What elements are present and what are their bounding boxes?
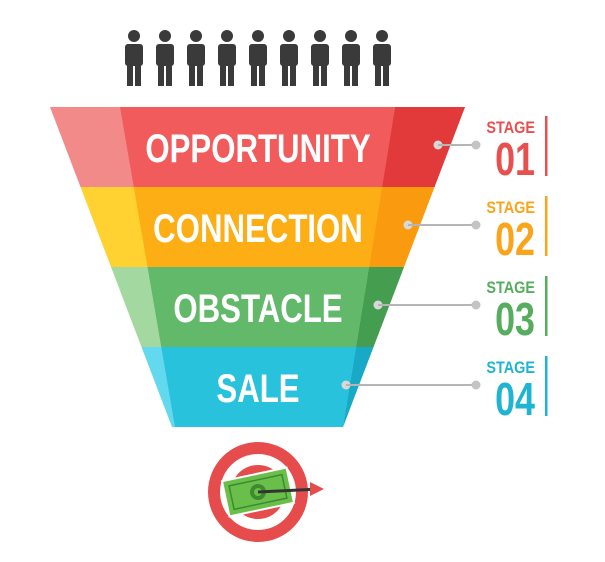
person-icon	[342, 30, 360, 86]
person-icon	[311, 30, 329, 86]
person-icon	[373, 30, 391, 86]
connector-end-dot	[471, 300, 481, 310]
person-icon	[125, 30, 143, 86]
stage-label: SALE	[216, 366, 299, 411]
stage-number: 02	[495, 214, 535, 265]
connector-end-dot	[471, 380, 481, 390]
funnel-band-4: SALE	[141, 347, 374, 427]
funnel-band-3: OBSTACLE	[111, 267, 404, 347]
stage-divider	[545, 196, 548, 256]
target-money-icon	[208, 442, 324, 542]
stage-label: OBSTACLE	[173, 286, 342, 331]
stage-number: 03	[495, 294, 535, 345]
stage-number: 04	[495, 374, 535, 425]
band-right-shade	[382, 107, 465, 187]
stage-divider	[545, 356, 548, 416]
person-icon	[280, 30, 298, 86]
band-main-face	[133, 187, 382, 267]
connector-end-dot	[471, 220, 481, 230]
band-right-shade	[343, 347, 374, 427]
person-icon	[156, 30, 174, 86]
person-icon	[187, 30, 205, 86]
band-main-face	[161, 347, 356, 427]
funnel-band-1: OPPORTUNITY	[50, 107, 465, 187]
person-icon	[249, 30, 267, 86]
band-main-face	[147, 267, 369, 347]
connector-end-dot	[471, 140, 481, 150]
people-row	[125, 30, 391, 86]
stage-divider	[545, 276, 548, 336]
funnel-band-2: CONNECTION	[80, 187, 435, 267]
stage-label: OPPORTUNITY	[145, 126, 370, 171]
stage-word: STAGE	[486, 119, 535, 137]
band-main-face	[120, 107, 395, 187]
stage-word: STAGE	[486, 199, 535, 217]
stage-divider	[545, 116, 548, 176]
stage-word: STAGE	[486, 359, 535, 377]
funnel: OPPORTUNITY CONNECTION OBSTACLE SALE	[50, 107, 465, 427]
person-icon	[218, 30, 236, 86]
dart-icon	[257, 482, 324, 496]
stage-number: 01	[495, 134, 535, 185]
stage-label: CONNECTION	[153, 206, 363, 251]
band-right-shade	[369, 187, 435, 267]
stage-word: STAGE	[486, 279, 535, 297]
